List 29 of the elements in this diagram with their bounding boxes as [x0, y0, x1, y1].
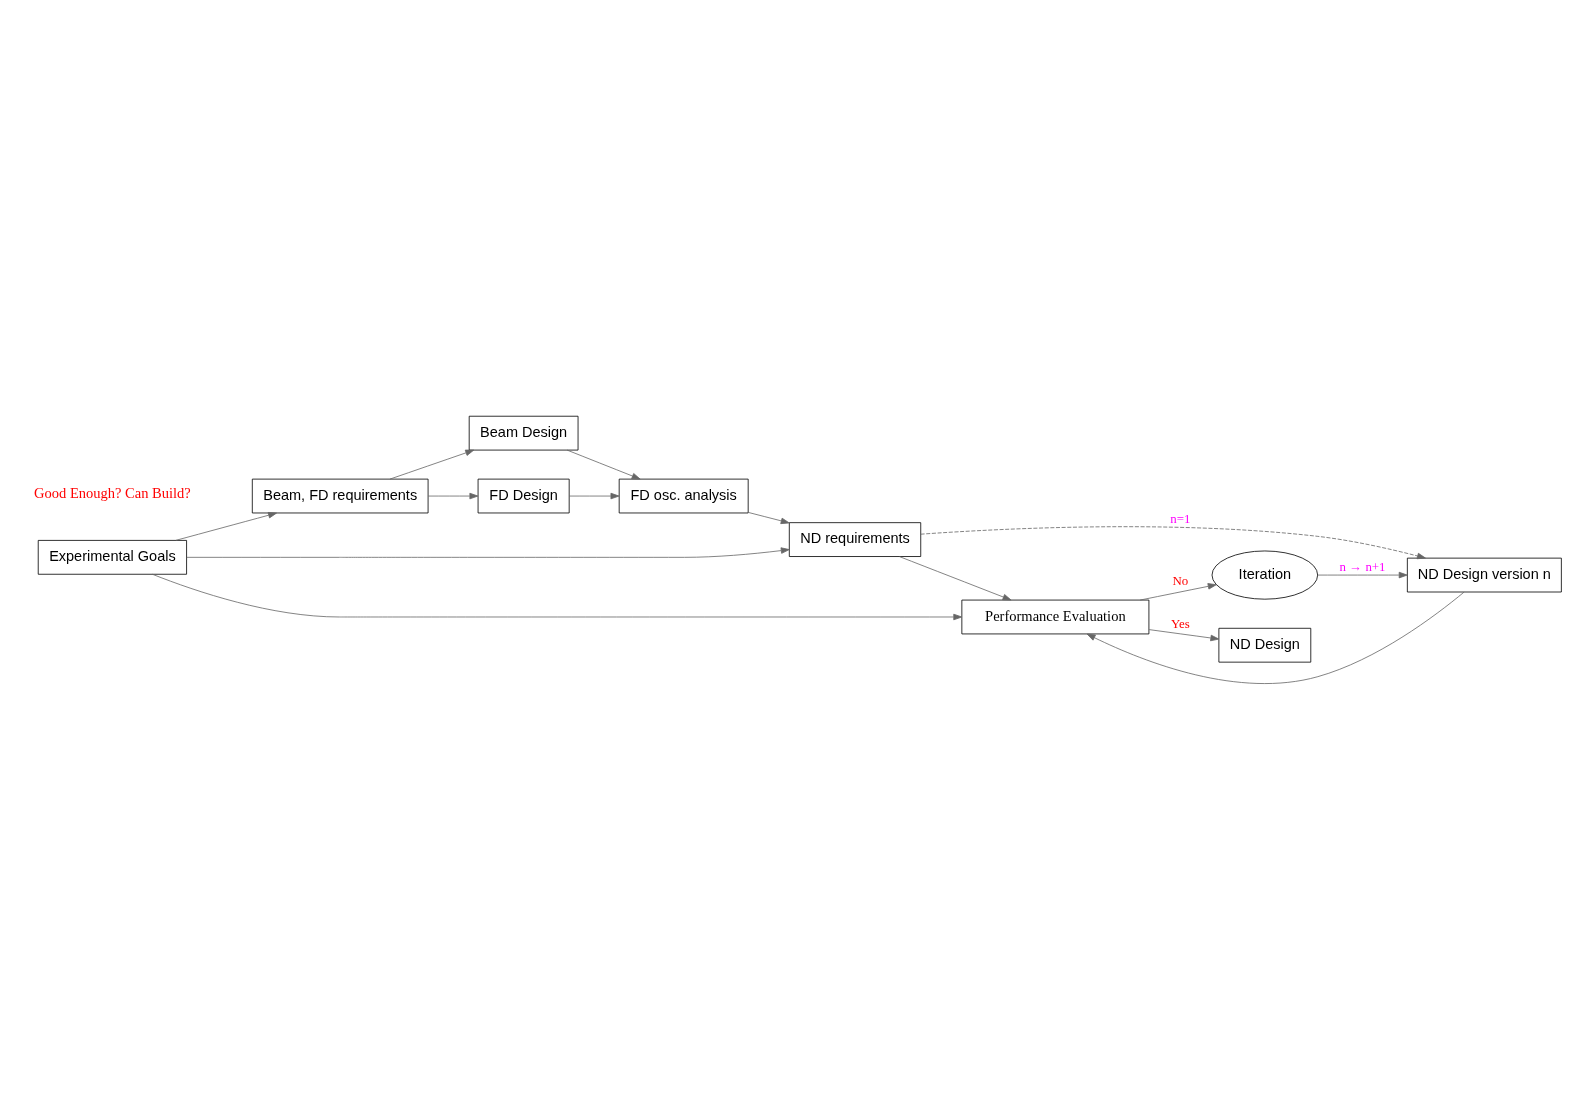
node-box: ND Design version n — [1406, 557, 1562, 593]
node-ellipse: Iteration — [1211, 550, 1319, 600]
arrow — [389, 449, 475, 480]
arrow — [748, 512, 790, 525]
edge-label: Yes — [1170, 617, 1190, 632]
edge-label: No — [1172, 574, 1189, 589]
edge-label: n=1 — [1170, 511, 1191, 526]
node-box: ND requirements — [788, 522, 922, 557]
edge-label: n → n+1 — [1339, 559, 1386, 574]
arrow — [175, 512, 277, 541]
node-box: FD Design — [477, 478, 570, 514]
arrow — [899, 556, 1012, 601]
arrow — [1139, 583, 1217, 601]
node-box: FD osc. analysis — [618, 478, 749, 514]
node-box: Beam Design — [468, 415, 579, 451]
node-box: Experimental Goals — [37, 540, 187, 575]
arrow — [920, 526, 1426, 560]
node-box: ND Design — [1218, 627, 1312, 663]
arrow — [1317, 571, 1408, 579]
arrow — [566, 449, 641, 480]
arrow — [152, 573, 963, 621]
label: Good Enough? Can Build? — [34, 484, 191, 501]
arrow — [1148, 629, 1220, 642]
arrow — [427, 492, 479, 500]
arrow — [568, 492, 620, 500]
node-box: Performance Evaluation — [961, 599, 1150, 635]
arrow — [1086, 591, 1465, 684]
arrow — [186, 547, 790, 558]
node-box: Beam, FD requirements — [251, 478, 429, 514]
